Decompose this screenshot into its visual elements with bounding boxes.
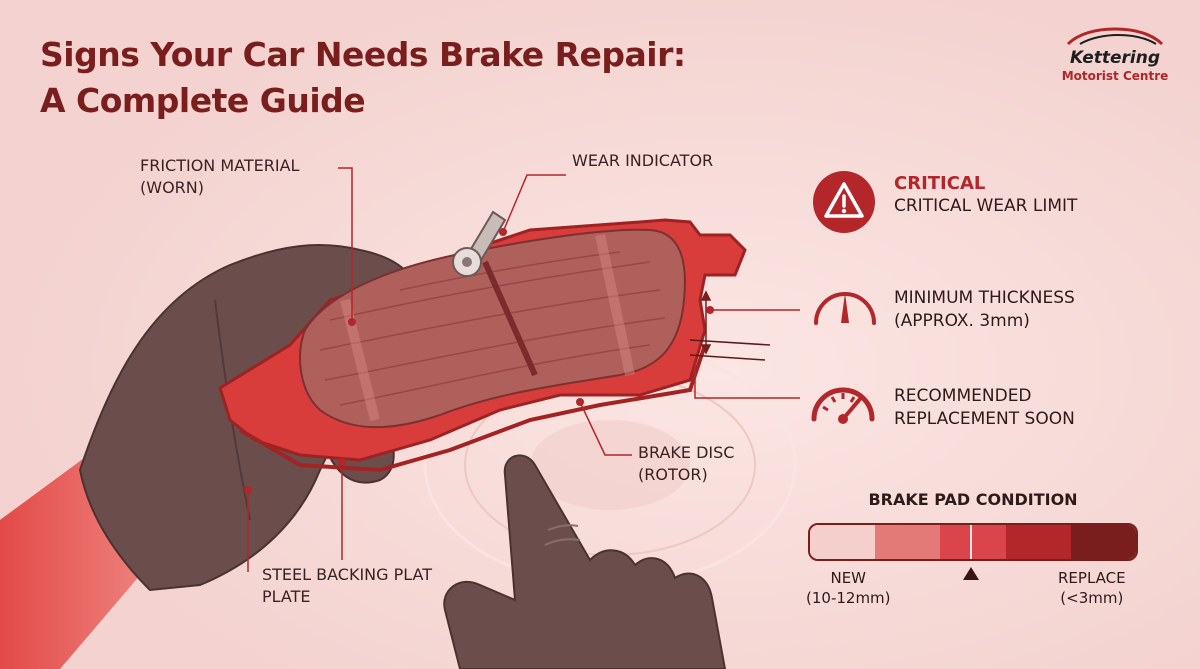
callout-wear-indicator: WEAR INDICATOR [572, 150, 713, 172]
condition-segment [875, 525, 941, 559]
replacement-line-1: RECOMMENDED [894, 386, 1032, 406]
car-logo-icon [1066, 27, 1164, 46]
status-critical: CRITICAL CRITICAL WEAR LIMIT [894, 172, 1077, 218]
warning-triangle-icon [813, 171, 875, 233]
callout-line: STEEL BACKING PLAT [262, 565, 433, 584]
brand-logo: Kettering Motorist Centre [1050, 26, 1180, 106]
condition-scale-title: BRAKE PAD CONDITION [868, 490, 1078, 509]
callout-line: (ROTOR) [638, 465, 708, 484]
condition-marker [970, 525, 972, 559]
logo-line-1: Kettering [1069, 48, 1161, 68]
gauge-icon [814, 292, 876, 325]
minimum-line-1: MINIMUM THICKNESS [894, 288, 1075, 308]
condition-scale [808, 523, 1138, 561]
callout-line: FRICTION MATERIAL [140, 156, 300, 175]
condition-segment [810, 525, 876, 559]
condition-segment [1005, 525, 1071, 559]
critical-text: CRITICAL WEAR LIMIT [894, 196, 1078, 216]
scale-label-line: REPLACE [1058, 569, 1126, 587]
scale-label-new: NEW (10-12mm) [806, 568, 891, 608]
scale-label-line: (10-12mm) [806, 589, 891, 607]
minimum-line-2: (APPROX. 3mm) [894, 311, 1030, 331]
scale-label-line: NEW [830, 569, 867, 587]
callout-line: WEAR INDICATOR [572, 151, 714, 170]
pointing-hand [443, 454, 727, 669]
status-minimum-thickness: MINIMUM THICKNESS (APPROX. 3mm) [894, 287, 1075, 333]
callout-backing-plate: STEEL BACKING PLAT PLATE [262, 564, 432, 608]
scale-label-replace: REPLACE (<3mm) [1058, 568, 1126, 608]
condition-segment [1070, 525, 1136, 559]
condition-segment [940, 525, 1006, 559]
callout-friction-material: FRICTION MATERIAL (WORN) [140, 155, 299, 199]
replacement-line-2: REPLACEMENT SOON [894, 409, 1075, 429]
condition-pointer-icon [963, 567, 979, 580]
callout-line: (WORN) [140, 178, 204, 197]
scale-label-line: (<3mm) [1060, 589, 1124, 607]
status-recommended-replacement: RECOMMENDED REPLACEMENT SOON [894, 385, 1075, 431]
page-title: Signs Your Car Needs Brake Repair: A Com… [40, 32, 686, 124]
callout-brake-disc: BRAKE DISC (ROTOR) [638, 442, 734, 486]
callout-line: BRAKE DISC [638, 443, 735, 462]
logo-line-2: Motorist Centre [1061, 69, 1169, 83]
wear-indicator-clip [452, 210, 507, 277]
speedometer-icon [811, 387, 875, 424]
title-line-2: A Complete Guide [40, 81, 366, 120]
title-line-1: Signs Your Car Needs Brake Repair: [40, 35, 686, 74]
callout-line: PLATE [262, 587, 311, 606]
critical-title: CRITICAL [894, 173, 986, 194]
